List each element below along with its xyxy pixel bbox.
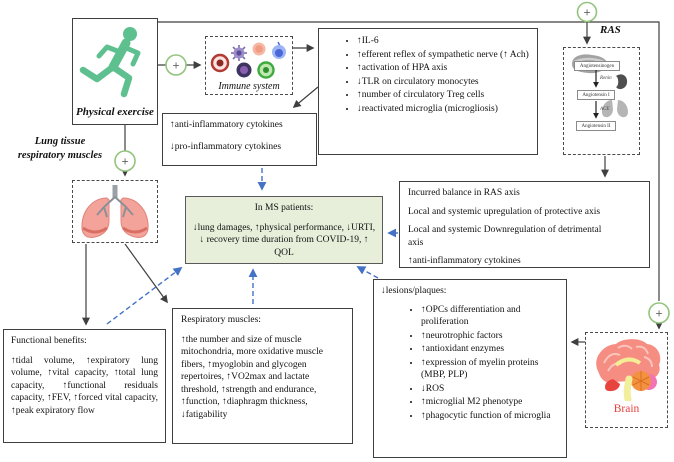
arrow-effects-to-cytokines <box>292 86 319 109</box>
ras-step-label: Angiotensin II <box>576 121 616 131</box>
ras-step-label: Angiotensinogen <box>574 61 620 71</box>
functional-benefits-box: Functional benefits: ↑tidal volume, ↑exp… <box>3 329 166 443</box>
brain-label: Brain <box>613 403 640 415</box>
plus-sign-icon: + <box>583 5 590 20</box>
plus-sign-icon: + <box>121 154 128 169</box>
ras-label: RAS <box>600 24 621 36</box>
arrow-functional-to-ms <box>106 266 183 325</box>
list-item: ↑number of circulatory Treg cells <box>357 89 533 102</box>
plus-circle-lungs <box>114 150 136 172</box>
arrow-lungs-to-respiratory <box>124 243 168 304</box>
functional-benefits-title: Functional benefits: <box>11 336 87 346</box>
plus-sign-icon: + <box>172 58 179 73</box>
lesions-plaques-box: ↓lesions/plaques: ↑OPCs differentiation … <box>373 279 567 458</box>
list-item: ↑phagocytic function of microglia <box>421 410 562 423</box>
list-item: ↑activation of HPA axis <box>357 62 533 75</box>
list-item: ↓TLR on circulatory monocytes <box>357 76 533 89</box>
functional-benefits-body: ↑tidal volume, ↑expiratory lung volume, … <box>11 355 158 416</box>
plus-circle-immune <box>165 54 187 76</box>
ras-flow-arrows <box>593 70 628 119</box>
outcome-line: Incurred balance in RAS axis <box>408 188 520 198</box>
lesions-title: ↓lesions/plaques: <box>381 286 447 296</box>
lung-tissue-label: Lung tissue respiratory muscles <box>17 136 103 161</box>
list-item: ↑IL-6 <box>357 35 533 48</box>
outcome-line: Local and systemic upregulation of prote… <box>408 206 601 217</box>
immune-system-box: Immune system <box>205 36 293 95</box>
ms-patients-title: In MS patients: <box>254 203 314 213</box>
list-item: ↑efferent reflex of sympathetic nerve (↑… <box>357 49 533 62</box>
cytokines-box: ↑anti-inflammatory cytokines ↓pro-inflam… <box>162 113 317 166</box>
respiratory-muscles-title: Respiratory muscles: <box>181 315 261 325</box>
list-item: ↑OPCs differentiation and proliferation <box>421 304 562 329</box>
list-item: ↑neurotrophic factors <box>421 330 562 343</box>
plus-circle-ras <box>576 1 598 23</box>
list-item: ↑expression of myelin proteins (MBP, PLP… <box>421 357 562 382</box>
cytokines-line: ↓pro-inflammatory cytokines <box>170 141 282 152</box>
list-item: ↑microglial M2 phenotype <box>421 396 562 409</box>
ms-patients-box: In MS patients: ↓lung damages, ↑physical… <box>185 196 383 264</box>
respiratory-muscles-box: Respiratory muscles: ↑the number and siz… <box>172 308 353 444</box>
ras-step-label: Angiotensin I <box>577 90 615 100</box>
brain-icon <box>596 339 661 401</box>
ras-pathway-box: Angiotensinogen Renin Angiotensin I ACE … <box>563 47 640 155</box>
lungs-icon <box>81 185 149 238</box>
physical-exercise-label: Physical exercise <box>76 106 154 119</box>
brain-box: Brain <box>585 332 668 428</box>
outcome-line: Local and systemic Downregulation of det… <box>408 225 602 248</box>
ras-enzyme-label: Renin <box>600 76 612 81</box>
runner-icon <box>79 27 141 98</box>
list-item: ↓reactivated microglia (microgliosis) <box>357 103 533 116</box>
immune-system-label: Immune system <box>218 81 280 92</box>
list-item: ↑antioxidant enzymes <box>421 343 562 356</box>
arrow-lesions-to-ms <box>356 266 379 279</box>
outcome-line: ↑anti-inflammatory cytokines <box>408 256 521 267</box>
lungs-box <box>72 180 158 243</box>
list-item: ↓ROS <box>421 383 562 396</box>
cytokines-line: ↑anti-inflammatory cytokines <box>170 120 283 130</box>
plus-circle-brain <box>648 302 670 324</box>
ms-patients-body: ↓lung damages, ↑physical performance, ↓U… <box>192 222 376 258</box>
neuro-immune-effects-box: ↑IL-6 ↑efferent reflex of sympathetic ne… <box>318 28 538 155</box>
ras-enzyme-label: ACE <box>600 107 610 112</box>
ras-outcomes-box: Incurred balance in RAS axis Local and s… <box>399 181 650 268</box>
plus-sign-icon: + <box>655 306 662 321</box>
immune-cells-icon <box>210 41 286 79</box>
physical-exercise-box: Physical exercise <box>72 18 158 125</box>
respiratory-muscles-body: ↑the number and size of muscle mitochond… <box>181 334 323 420</box>
